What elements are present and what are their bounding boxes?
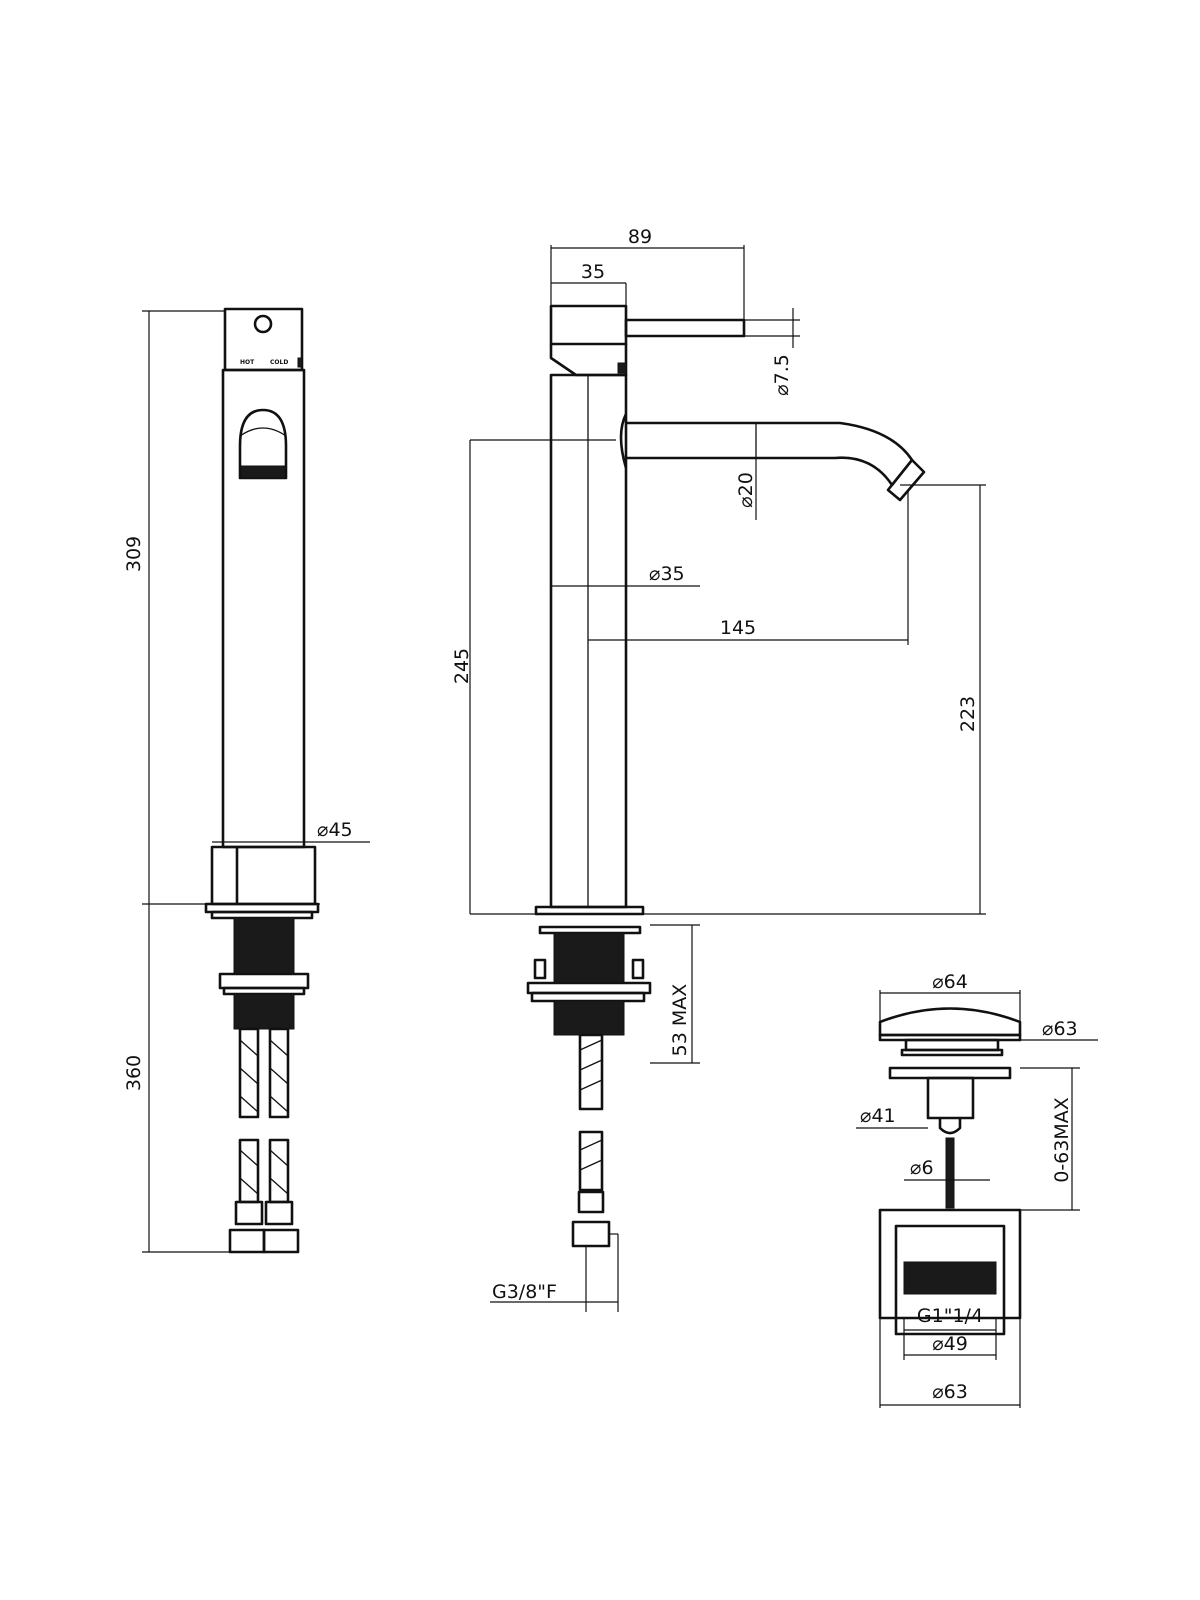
connection-label: G3/8"F	[492, 1281, 557, 1303]
handle-width-label: 35	[581, 261, 605, 283]
side-view	[469, 245, 986, 1312]
height-360-label: 360	[123, 1055, 145, 1091]
rod-diameter-label: ⌀6	[910, 1157, 934, 1179]
cap-diameter-label: ⌀64	[932, 971, 968, 993]
flange-diameter-label: ⌀63	[1042, 1018, 1078, 1040]
cold-mark: COLD	[270, 359, 288, 366]
waste-view	[856, 990, 1098, 1408]
overall-width-label: 89	[628, 226, 652, 248]
mounting-thickness-label: 53 MAX	[669, 984, 691, 1057]
height-309-label: 309	[123, 536, 145, 572]
base-diameter-label: ⌀45	[317, 819, 353, 841]
hot-mark: HOT	[240, 359, 255, 366]
adjustment-label: 0-63MAX	[1051, 1097, 1073, 1183]
shaft-diameter-label: ⌀41	[860, 1105, 896, 1127]
spout-height-label: 245	[451, 648, 473, 684]
body-diameter-label: ⌀35	[649, 563, 685, 585]
spout-reach-label: 145	[720, 617, 756, 639]
outlet-height-label: 223	[957, 696, 979, 732]
waste-body-diameter-label: ⌀49	[932, 1333, 968, 1355]
thread-label: G1"1/4	[917, 1305, 983, 1327]
front-view: HOT COLD	[142, 307, 370, 1254]
waste-outer-diameter-label: ⌀63	[932, 1381, 968, 1403]
spout-diameter-label: ⌀20	[735, 472, 757, 508]
lever-diameter-label: ⌀7.5	[771, 354, 793, 396]
